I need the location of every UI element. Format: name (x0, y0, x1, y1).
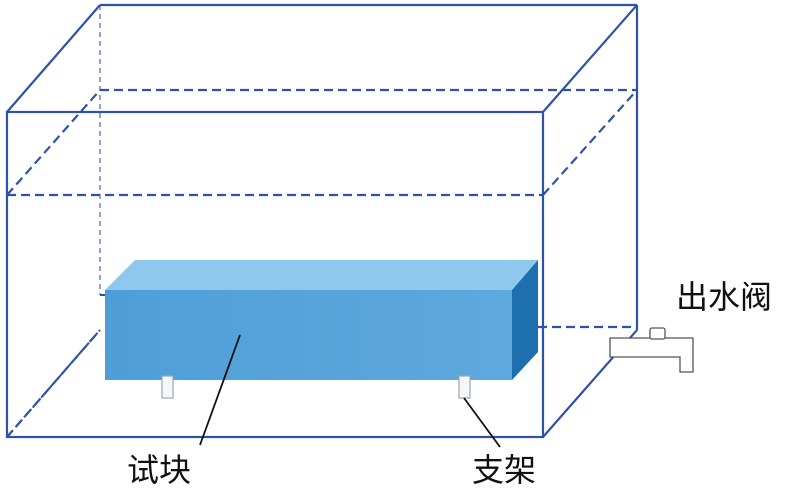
label-test-block: 试块 (127, 451, 191, 489)
support-right (458, 375, 471, 399)
outlet-pipe (609, 337, 694, 373)
support-left (161, 375, 174, 399)
label-support: 支架 (472, 451, 536, 489)
upper-water-level (6, 88, 638, 197)
lower-water-level (6, 325, 637, 438)
leader-lines (199, 334, 501, 448)
tank-top-left-edge (6, 4, 101, 113)
tank-front-face (5, 110, 545, 439)
label-outlet-valve: 出水阀 (676, 278, 772, 316)
test-block-top (105, 260, 538, 290)
valve-knob (649, 327, 666, 340)
tank-top-right-edge (542, 4, 638, 113)
test-block-side (512, 260, 538, 380)
test-block-front (105, 290, 512, 380)
test-block (105, 260, 538, 380)
tank-visible-edges (5, 3, 639, 439)
leader-test-block (199, 334, 241, 446)
outlet-valve (609, 327, 694, 373)
leader-support (463, 397, 501, 448)
